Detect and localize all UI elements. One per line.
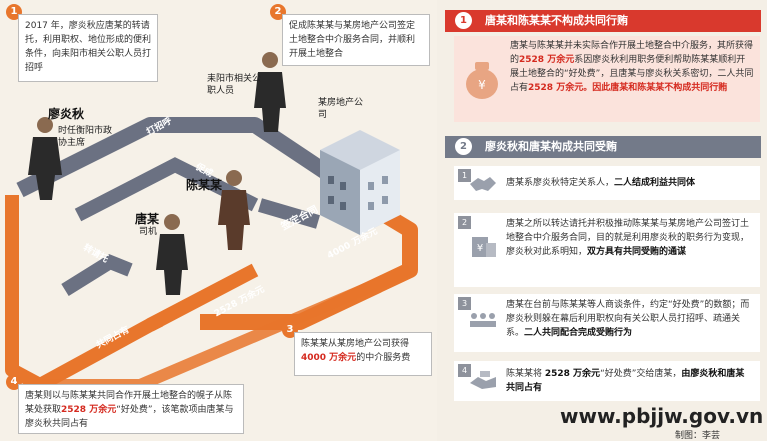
step4-text-a: 唐某则以与陈某某共同合作开展土地整合的幌子从陈某处获取	[25, 391, 233, 415]
credit-label: 制图：李芸	[675, 431, 721, 441]
card4-text-mid: “好处费”交给唐某，	[600, 369, 682, 379]
person-chen-icon	[218, 170, 250, 250]
section2-card-4: 4 陈某某将 2528 万余元“好处费”交给唐某，由廖炎秋和唐某共同占有	[454, 361, 760, 401]
step3-text-b: 的中介服务费	[356, 353, 411, 363]
card2-bold: 双方具有共同受贿的通谋	[587, 247, 687, 257]
liao-title: 时任衡阳市政协主席	[58, 126, 113, 148]
card3-number: 3	[458, 297, 471, 310]
money-bag-icon: ¥	[466, 62, 498, 99]
card1-bold: 二人结成利益共同体	[614, 178, 696, 188]
section2-card-1: 1 唐某系廖炎秋特定关系人，二人结成利益共同体	[454, 166, 760, 200]
money-document-icon: ¥	[472, 237, 496, 257]
meeting-people-icon	[470, 313, 496, 327]
step1-box: 2017 年，廖炎秋应唐某的转请托，利用职权、地位形成的便利条件，向耒阳市相关公…	[18, 14, 158, 82]
card4-bold: 由廖炎秋和唐某共同占有	[506, 369, 745, 393]
section2-header: 2 廖炎秋和唐某构成共同受贿	[445, 136, 761, 158]
section1-amount: 2528 万余元	[519, 55, 575, 65]
step2-text: 促成陈某某与某房地产公司签定土地整合中介服务合同，并顺利开展土地整合	[289, 21, 416, 59]
card4-number: 4	[458, 364, 471, 377]
section1-body: ¥ 唐某与陈某某并未实际合作开展土地整合中介服务，其所获得的2528 万余元系因…	[454, 36, 760, 122]
step4-text-b: “好处费”，该笔款项由唐某与廖炎秋共同占有	[25, 405, 234, 429]
person-tang-icon	[156, 214, 188, 295]
card2-text-a: 唐某之所以转达请托并积极推动陈某某与某房地产公司签订土地整合中介服务合同，目的就…	[506, 219, 750, 257]
tang-name: 唐某	[135, 212, 160, 226]
person-official-icon	[254, 52, 286, 132]
card4-text-a: 陈某某将	[506, 369, 545, 379]
section1-text-b: 系因廖炎秋利用职务便利帮助陈某某顺利开展土地整合的“好处费”，且唐某与廖炎秋关系…	[510, 55, 754, 93]
tang-title: 司机	[139, 227, 158, 237]
card3-bold: 二人共同配合完成受贿行为	[524, 328, 633, 338]
section1-text-c: 。因此唐某和陈某某不构成共同行贿	[583, 83, 728, 93]
chen-name: 陈某某	[186, 178, 223, 192]
building-icon	[320, 130, 400, 235]
section1-title: 唐某和陈某某不构成共同行贿	[485, 14, 628, 27]
officials-label: 耒阳市相关公职人员	[207, 74, 262, 96]
section2-card-3: 3 唐某在台前与陈某某等人商谈条件，约定“好处费”的数额；而廖炎秋则躲在幕后利用…	[454, 294, 760, 352]
section2-card-2: 2 ¥ 唐某之所以转达请托并积极推动陈某某与某房地产公司签订土地整合中介服务合同…	[454, 213, 760, 287]
step4-box: 唐某则以与陈某某共同合作开展土地整合的幌子从陈某处获取2528 万余元“好处费”…	[18, 384, 244, 434]
step2-box: 促成陈某某与某房地产公司签定土地整合中介服务合同，并顺利开展土地整合	[282, 14, 430, 66]
card1-number: 1	[458, 169, 471, 182]
step3-text-a: 陈某某从某房地产公司获得	[301, 339, 410, 349]
step3-amount: 4000 万余元	[301, 353, 357, 363]
step1-text: 2017 年，廖炎秋应唐某的转请托，利用职权、地位形成的便利条件，向耒阳市相关公…	[25, 21, 152, 73]
card1-text-a: 唐某系廖炎秋特定关系人，	[506, 178, 615, 188]
card4-bold-amount: 2528 万余元	[544, 369, 601, 379]
step4-amount: 2528 万余元	[61, 405, 117, 415]
section1-text-a: 唐某与陈某某并未实际合作开展土地整合中介服务，其所获得的	[510, 41, 754, 65]
section2-number: 2	[455, 138, 472, 155]
card2-number: 2	[458, 216, 471, 229]
svg-text:¥: ¥	[477, 243, 483, 254]
svg-text:¥: ¥	[478, 78, 486, 92]
money-handover-icon	[470, 371, 496, 389]
company-label: 某房地产公司	[318, 98, 364, 120]
card3-text-a: 唐某在台前与陈某某等人商谈条件，约定“好处费”的数额；而廖炎秋则躲在幕后利用职权…	[506, 300, 750, 338]
section2-title: 廖炎秋和唐某构成共同受贿	[485, 140, 617, 153]
step3-box: 陈某某从某房地产公司获得 4000 万余元的中介服务费	[294, 332, 432, 376]
handshake-icon	[470, 177, 496, 191]
section1-amount2: 2528 万余元	[528, 83, 584, 93]
flow-diagram-panel: 打招呼 促成 转请托 签定合同 4000 万余元 2528 万余元 共同占有 廖…	[5, 4, 432, 434]
liao-name: 廖炎秋	[48, 107, 85, 121]
person-liao-icon	[28, 117, 62, 200]
website-watermark: www.pbjjw.gov.vn	[560, 404, 764, 428]
section1-header: 1 唐某和陈某某不构成共同行贿	[445, 10, 761, 32]
section1-number: 1	[455, 12, 472, 29]
